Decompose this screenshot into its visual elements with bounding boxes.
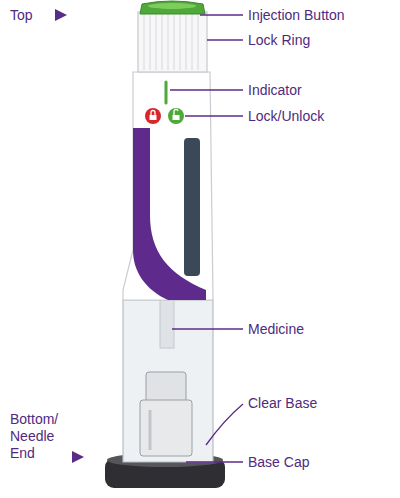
part-label: Lock/Unlock (248, 108, 324, 125)
unlock-icon (168, 108, 184, 124)
top-pointer (55, 9, 67, 21)
leader-lines (170, 15, 243, 462)
direction-label: Top (10, 7, 33, 24)
lock-glyph (150, 115, 157, 120)
needle-shield (140, 400, 192, 456)
direction-label: Bottom/ Needle End (10, 411, 68, 462)
plunger (160, 300, 174, 348)
slate-stripe (184, 138, 200, 276)
pen-body (123, 72, 213, 300)
unlock-shackle (174, 109, 178, 115)
unlock-glyph (173, 115, 180, 120)
part-label: Clear Base (248, 395, 317, 412)
shield-highlight (149, 410, 152, 450)
part-label: Base Cap (248, 454, 309, 471)
part-label: Medicine (248, 321, 304, 338)
indicator-mark (165, 82, 168, 103)
lock-shackle (151, 111, 155, 116)
part-label: Indicator (248, 82, 302, 99)
lock-ring-ridges (144, 14, 198, 70)
injection-button (140, 1, 205, 14)
lock-icon (145, 108, 161, 124)
lock-ring (138, 12, 207, 72)
bottom-pointer (72, 451, 84, 463)
part-label: Lock Ring (248, 32, 310, 49)
clear-base (123, 300, 213, 462)
button-highlight (148, 3, 196, 9)
purple-stripe (133, 128, 206, 300)
needle-hub (146, 372, 186, 402)
part-label: Injection Button (248, 7, 345, 24)
